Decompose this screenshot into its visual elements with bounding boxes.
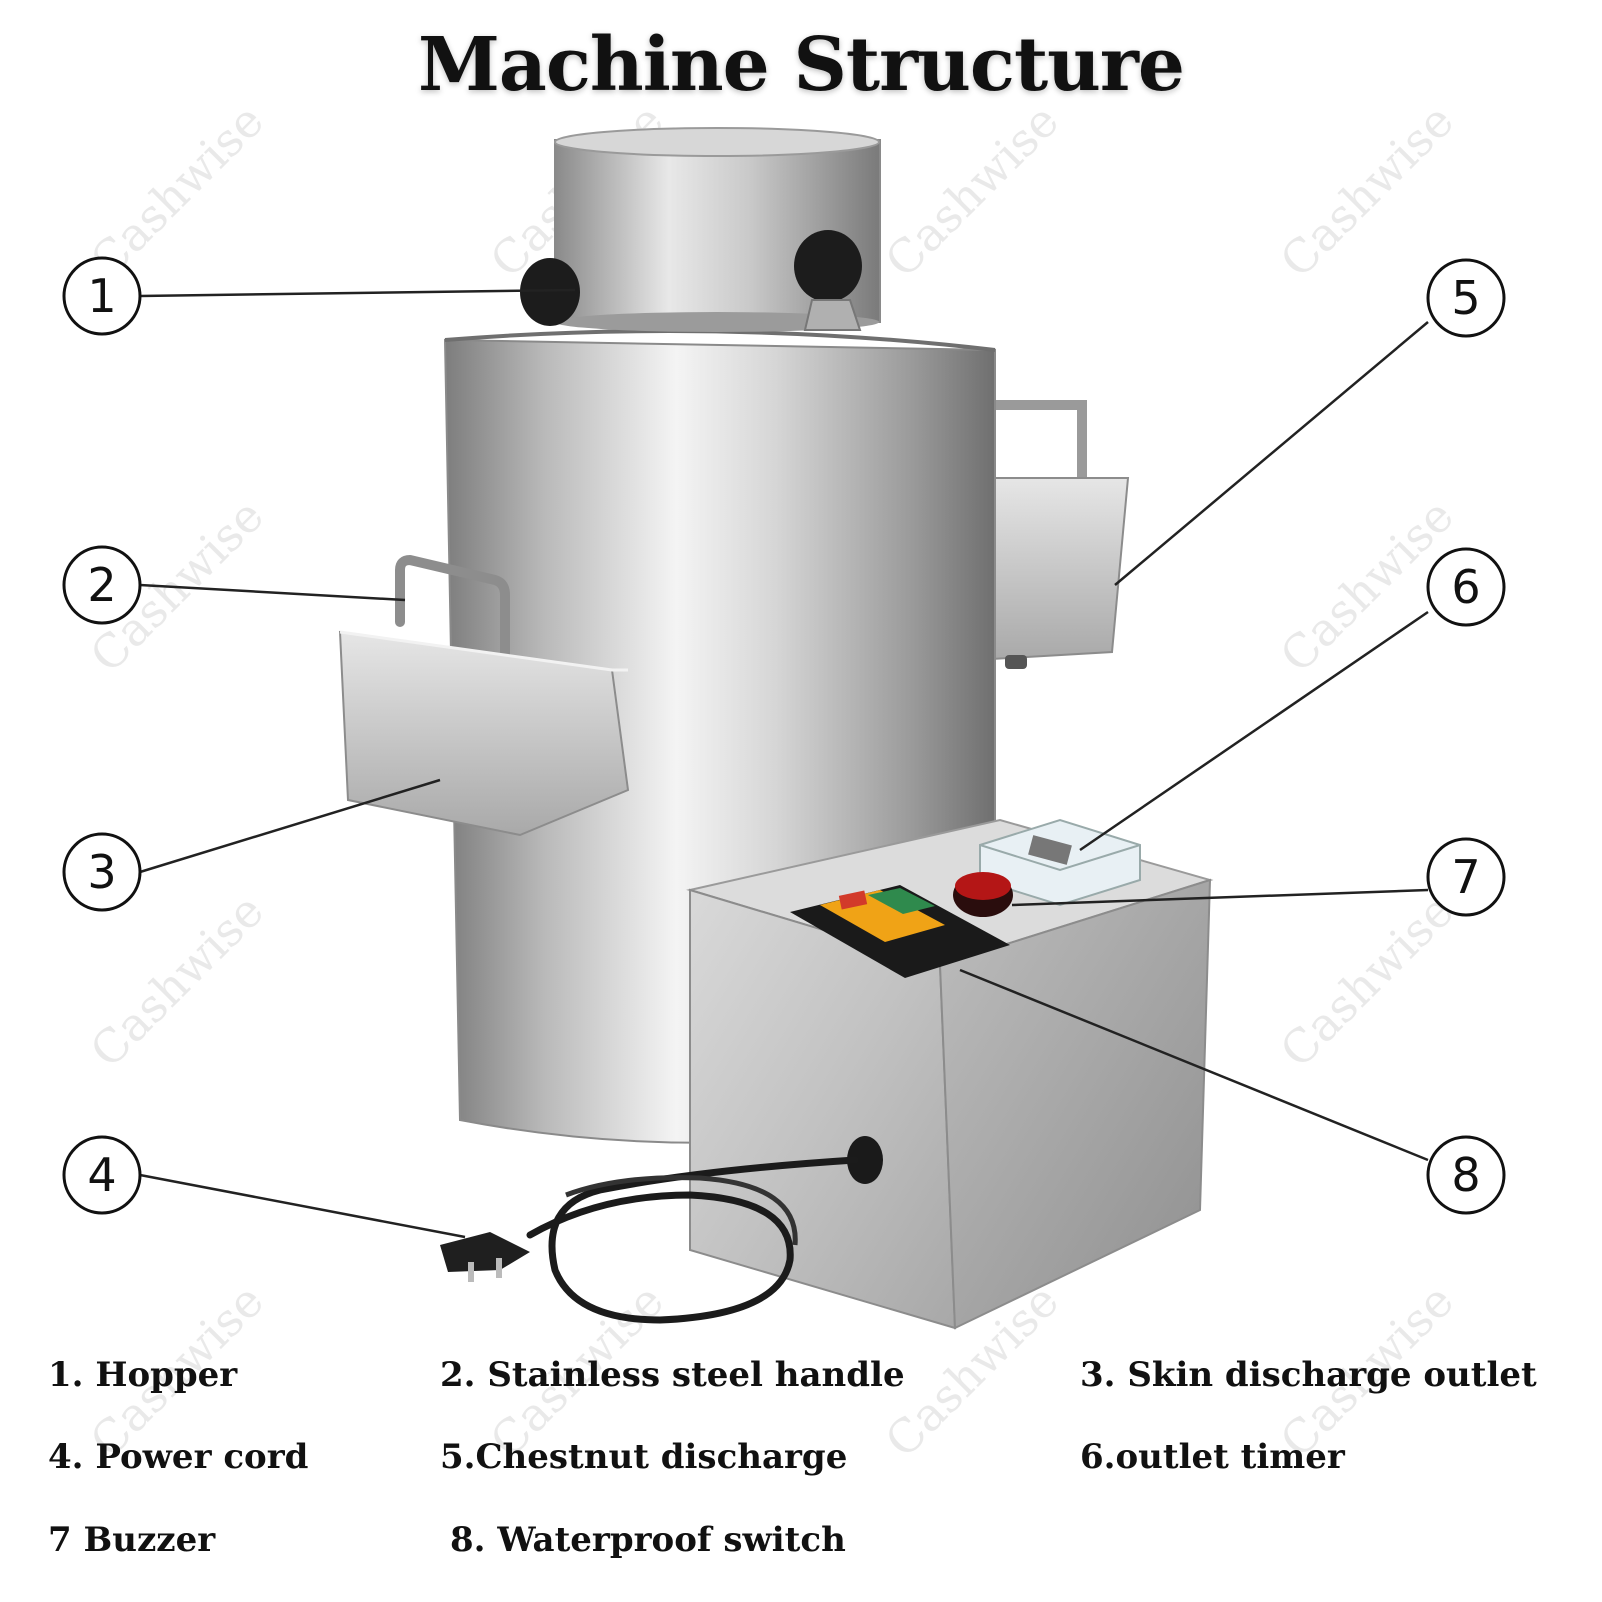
callout-number: 8: [1451, 1148, 1480, 1202]
leader-line-3: [139, 778, 441, 874]
leader-line-5: [1114, 321, 1429, 586]
power-cord: [440, 1156, 859, 1324]
legend-item-handle: 2. Stainless steel handle: [440, 1355, 905, 1395]
legend-item-chestnut-discharge: 5.Chestnut discharge: [440, 1437, 848, 1477]
callout-number: 7: [1451, 850, 1480, 904]
stainless-steel-handle: [395, 555, 510, 685]
leader-lines: [139, 288, 1429, 1239]
skin-discharge-outlet: [338, 555, 630, 837]
callout-number: 3: [87, 845, 116, 899]
leader-line-8: [959, 968, 1429, 1162]
legend-item-buzzer: 7 Buzzer: [48, 1520, 216, 1560]
callout-number: 6: [1451, 560, 1480, 614]
leader-line-4: [139, 1173, 466, 1239]
watermark-text: Cashwise: [875, 93, 1069, 287]
watermark-text: Cashwise: [1270, 93, 1464, 287]
watermark-text: Cashwise: [80, 883, 274, 1077]
callout-7: 7: [1426, 837, 1506, 917]
outlet-timer: [979, 818, 1141, 907]
chestnut-discharge-outlet: [974, 400, 1130, 669]
callout-number: 1: [87, 269, 116, 323]
buzzer: [953, 872, 1013, 917]
leader-line-1: [139, 288, 576, 298]
callout-8: 8: [1426, 1135, 1506, 1215]
legend-item-power-cord: 4. Power cord: [48, 1437, 309, 1477]
diagram-title: Machine Structure: [418, 22, 1185, 108]
callout-6: 6: [1426, 547, 1506, 627]
callout-1: 1: [62, 256, 142, 336]
cord-grommet: [847, 1136, 883, 1184]
leader-line-7: [1011, 888, 1429, 907]
callout-4: 4: [62, 1135, 142, 1215]
waterproof-switch: [790, 885, 1010, 978]
callout-3: 3: [62, 832, 142, 912]
callout-5: 5: [1426, 258, 1506, 338]
control-box: [686, 818, 1214, 1330]
callout-number: 4: [87, 1148, 116, 1202]
legend-item-skin-outlet: 3. Skin discharge outlet: [1080, 1355, 1537, 1395]
legend-item-waterproof-switch: 8. Waterproof switch: [450, 1520, 846, 1560]
legend-item-outlet-timer: 6.outlet timer: [1080, 1437, 1345, 1477]
power-plug: [440, 1232, 530, 1272]
legend-item-hopper: 1. Hopper: [48, 1355, 238, 1395]
leader-line-6: [1079, 610, 1429, 852]
leader-line-2: [139, 583, 406, 602]
callout-2: 2: [62, 545, 142, 625]
watermark-text: Cashwise: [1270, 883, 1464, 1077]
hopper: [520, 127, 881, 332]
callout-number: 2: [87, 558, 116, 612]
callout-number: 5: [1451, 271, 1480, 325]
